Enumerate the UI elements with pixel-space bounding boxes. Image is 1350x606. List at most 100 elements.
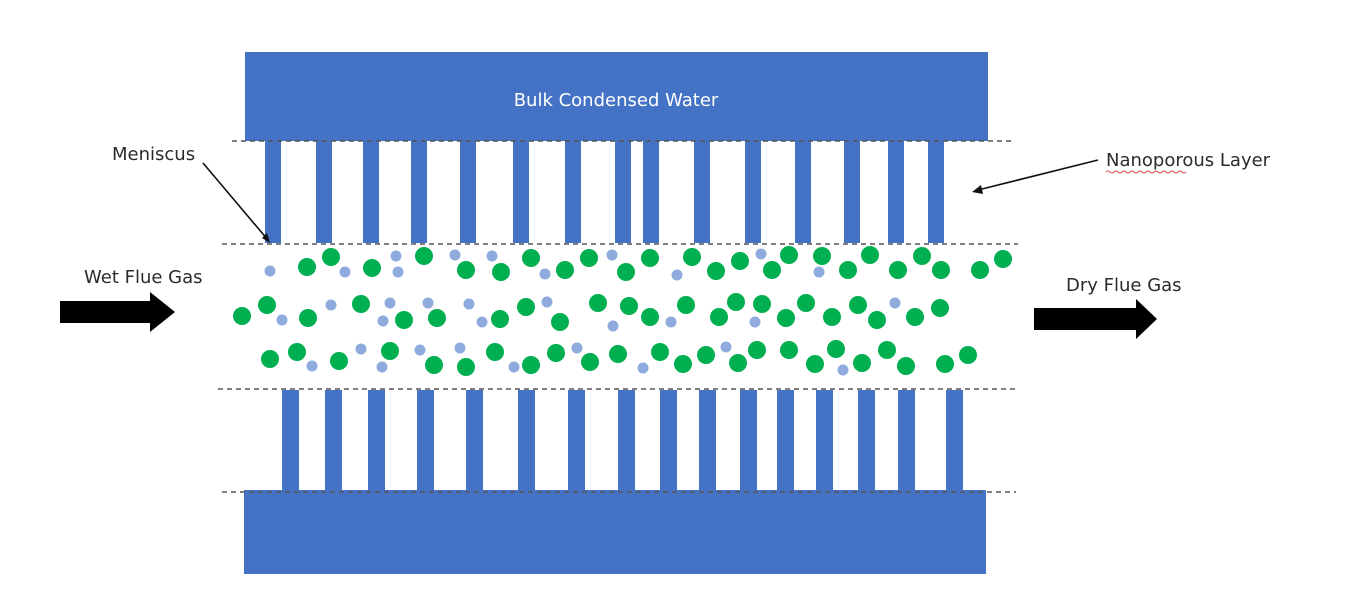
- water-vapor-molecule: [971, 261, 989, 279]
- water-vapor-molecule: [674, 355, 692, 373]
- water-vapor-molecule: [381, 342, 399, 360]
- top-pillar: [694, 140, 710, 243]
- gas-molecule: [539, 268, 551, 280]
- gas-molecule: [390, 250, 402, 262]
- top-pillar: [513, 140, 529, 243]
- water-vapor-molecule: [823, 308, 841, 326]
- wet-flue-gas-label: Wet Flue Gas: [84, 267, 203, 288]
- top-pillar: [795, 140, 811, 243]
- top-pillar: [928, 140, 944, 243]
- water-vapor-molecule: [913, 247, 931, 265]
- water-vapor-molecule: [763, 261, 781, 279]
- water-vapor-molecule: [906, 308, 924, 326]
- bulk-water-label: Bulk Condensed Water: [514, 90, 719, 111]
- water-vapor-molecule: [617, 263, 635, 281]
- gas-molecule: [755, 248, 767, 260]
- water-vapor-molecule: [522, 356, 540, 374]
- top-pillar: [363, 140, 379, 243]
- gas-molecule: [384, 297, 396, 309]
- bottom-pillar: [466, 390, 483, 491]
- bottom-pillar: [368, 390, 385, 491]
- top-pillar: [844, 140, 860, 243]
- bottom-pillar: [946, 390, 963, 491]
- bottom-pillar: [777, 390, 794, 491]
- water-vapor-molecule: [425, 356, 443, 374]
- water-vapor-molecule: [797, 294, 815, 312]
- top-pillar: [643, 140, 659, 243]
- top-pillar: [888, 140, 904, 243]
- water-vapor-molecule: [780, 341, 798, 359]
- gas-molecule: [671, 269, 683, 281]
- water-vapor-molecule: [889, 261, 907, 279]
- water-vapor-molecule: [683, 248, 701, 266]
- bottom-pillar: [325, 390, 342, 491]
- water-vapor-molecule: [395, 311, 413, 329]
- water-vapor-molecule: [352, 295, 370, 313]
- gas-molecule: [508, 361, 520, 373]
- water-vapor-molecule: [932, 261, 950, 279]
- water-vapor-molecule: [261, 350, 279, 368]
- bottom-pillar: [518, 390, 535, 491]
- water-vapor-molecule: [849, 296, 867, 314]
- gas-molecule: [637, 362, 649, 374]
- water-vapor-molecule: [620, 297, 638, 315]
- water-vapor-molecule: [551, 313, 569, 331]
- gas-particles: [233, 246, 1012, 376]
- water-vapor-molecule: [641, 249, 659, 267]
- gas-molecule: [720, 341, 732, 353]
- bottom-pillar: [898, 390, 915, 491]
- gas-molecule: [355, 343, 367, 355]
- water-vapor-molecule: [731, 252, 749, 270]
- water-vapor-molecule: [589, 294, 607, 312]
- water-vapor-molecule: [868, 311, 886, 329]
- gas-molecule: [306, 360, 318, 372]
- water-vapor-molecule: [827, 340, 845, 358]
- gas-molecule: [813, 266, 825, 278]
- water-vapor-molecule: [697, 346, 715, 364]
- water-vapor-molecule: [651, 343, 669, 361]
- gas-molecule: [377, 315, 389, 327]
- top-pillar: [411, 140, 427, 243]
- bottom-pillar: [618, 390, 635, 491]
- bottom-pillar: [568, 390, 585, 491]
- water-vapor-molecule: [853, 354, 871, 372]
- water-vapor-molecule: [492, 263, 510, 281]
- nanoporous-arrowhead-icon: [972, 185, 983, 194]
- gas-molecule: [889, 297, 901, 309]
- water-vapor-molecule: [428, 309, 446, 327]
- water-vapor-molecule: [517, 298, 535, 316]
- gas-molecule: [422, 297, 434, 309]
- top-pillar: [565, 140, 581, 243]
- water-vapor-molecule: [580, 249, 598, 267]
- bottom-bulk-water-block: [244, 490, 986, 574]
- water-vapor-molecule: [753, 295, 771, 313]
- bottom-pillar: [816, 390, 833, 491]
- water-vapor-molecule: [839, 261, 857, 279]
- gas-molecule: [486, 250, 498, 262]
- water-vapor-molecule: [457, 358, 475, 376]
- water-vapor-molecule: [707, 262, 725, 280]
- nanoporous-leader-line: [977, 159, 1099, 191]
- water-vapor-molecule: [486, 343, 504, 361]
- top-pillar: [745, 140, 761, 243]
- water-vapor-molecule: [547, 344, 565, 362]
- water-vapor-molecule: [581, 353, 599, 371]
- water-vapor-molecule: [861, 246, 879, 264]
- water-vapor-molecule: [897, 357, 915, 375]
- water-vapor-molecule: [813, 247, 831, 265]
- bottom-pillar: [417, 390, 434, 491]
- water-vapor-molecule: [258, 296, 276, 314]
- top-pillar: [265, 140, 281, 243]
- gas-molecule: [749, 316, 761, 328]
- meniscus-leader-line: [202, 162, 269, 241]
- inlet-arrow-icon: [60, 292, 175, 332]
- water-vapor-molecule: [299, 309, 317, 327]
- top-pillar: [460, 140, 476, 243]
- water-vapor-molecule: [491, 310, 509, 328]
- top-pillar: [316, 140, 332, 243]
- water-vapor-molecule: [522, 249, 540, 267]
- water-vapor-molecule: [729, 354, 747, 372]
- gas-molecule: [665, 316, 677, 328]
- water-vapor-molecule: [931, 299, 949, 317]
